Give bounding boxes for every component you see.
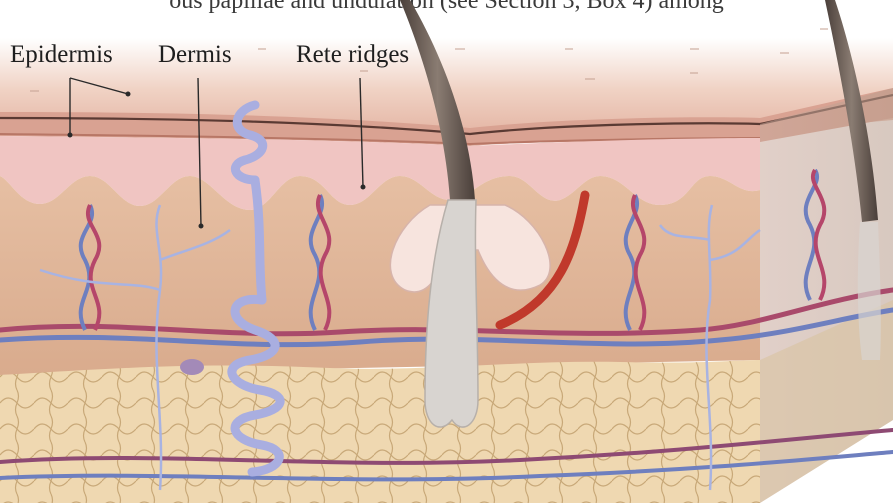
subcutaneous-fat bbox=[0, 360, 760, 503]
label-dermis: Dermis bbox=[158, 41, 232, 69]
label-rete-ridges: Rete ridges bbox=[296, 41, 409, 69]
label-epidermis: Epidermis bbox=[10, 41, 113, 69]
nerve-ending bbox=[180, 359, 204, 375]
